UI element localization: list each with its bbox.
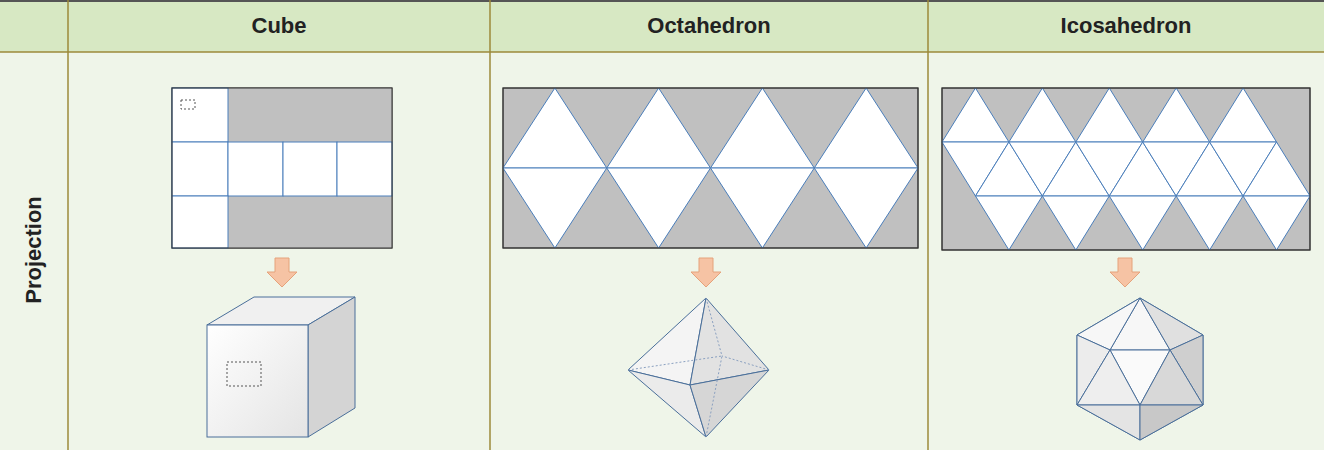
body-band [0,52,1324,450]
table-rule [0,51,1324,53]
net-triangle [607,88,711,168]
column-header: Cube [252,15,307,37]
net-ground [942,88,1310,250]
net-triangle [1009,88,1076,142]
net-triangle [607,168,711,248]
net-triangle [1109,196,1176,250]
net-triangle [975,196,1042,250]
net-triangle [1143,88,1210,142]
net-triangle [1076,88,1143,142]
cube-figure [207,297,355,437]
net-triangle [1176,196,1243,250]
table-rule [489,0,491,450]
net-triangle [814,88,918,168]
table-rule [927,0,929,450]
net-triangle [942,88,1009,142]
table-rule [67,0,69,450]
net-triangle [503,168,607,248]
icosahedron-figure [1077,298,1203,440]
table-rule [0,0,1324,2]
net-triangle [503,88,607,168]
net-triangle [1243,196,1310,250]
column-header: Octahedron [647,15,770,37]
net-triangle [711,88,815,168]
column-header: Icosahedron [1061,15,1192,37]
net-triangle [711,168,815,248]
net-triangle [1042,196,1109,250]
net-triangle [1210,88,1277,142]
net-ground [503,88,918,248]
header-band [0,0,1324,52]
octahedron-figure [628,298,769,437]
cube-map [172,88,392,248]
net-triangle [814,168,918,248]
icosahedron-net [942,88,1310,250]
row-header: Projection [23,196,45,304]
octahedron-net [503,88,918,248]
net-triangle [1243,142,1310,196]
down-arrow [267,258,1140,287]
